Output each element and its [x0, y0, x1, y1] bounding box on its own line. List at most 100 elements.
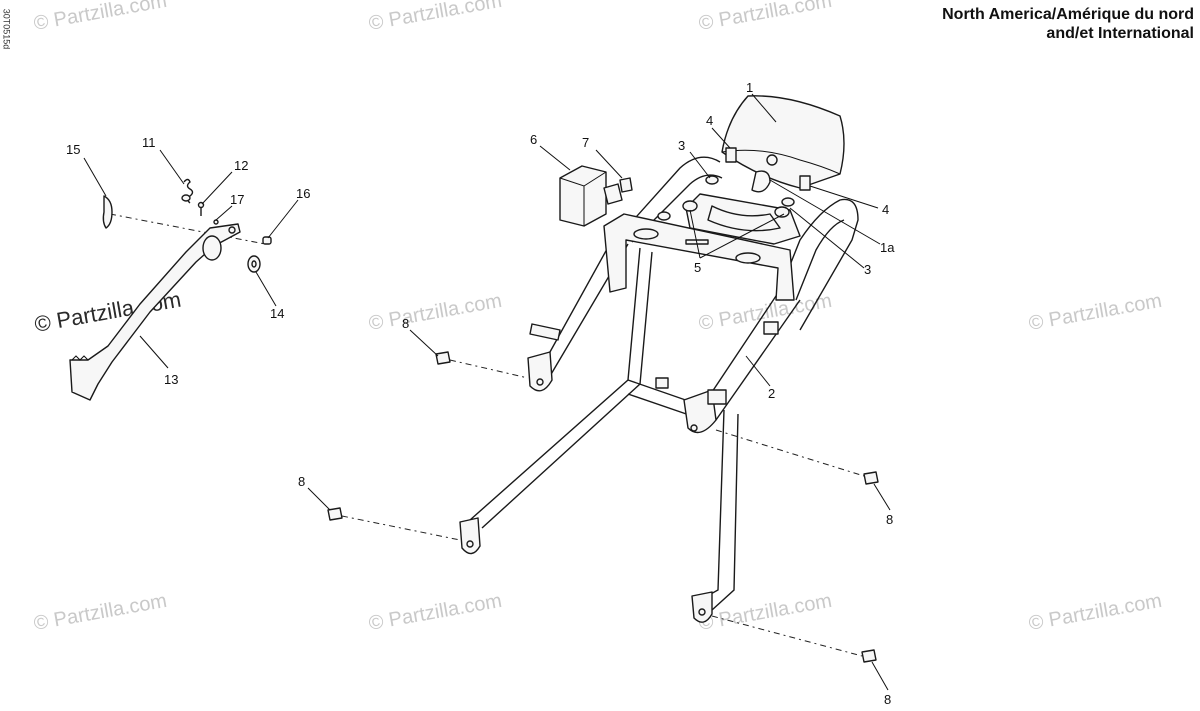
callout-8-d: 8 — [884, 692, 891, 707]
watermark: © Partzilla.com — [1027, 590, 1164, 635]
callout-8-b: 8 — [298, 474, 305, 489]
leader-8-a — [409, 329, 439, 357]
frame-strap — [529, 323, 561, 341]
part-8-bolt — [861, 649, 877, 663]
part-15-clip — [102, 195, 113, 229]
part-1-tail-light — [721, 95, 845, 189]
leader-17 — [215, 205, 233, 221]
part-2-frame-left-upper-tube — [539, 239, 613, 371]
frame-gusset — [763, 321, 779, 335]
callout-16: 16 — [296, 186, 310, 201]
bracket-hole — [633, 228, 659, 240]
watermark: © Partzilla.com — [32, 0, 169, 35]
mount-hole — [690, 424, 698, 432]
connector-edge — [559, 171, 607, 226]
pedal-end-hole — [228, 226, 236, 234]
callout-14: 14 — [270, 306, 284, 321]
callout-3-right: 3 — [864, 262, 871, 277]
bolt-axis — [711, 615, 863, 657]
leader-2 — [745, 355, 771, 387]
bracket-hole — [735, 252, 761, 264]
callout-17: 17 — [230, 192, 244, 207]
part-4-stud — [725, 147, 737, 163]
leader-8-b — [307, 487, 331, 511]
region-title-line-2: and/et International — [1046, 25, 1194, 42]
callout-7: 7 — [582, 135, 589, 150]
leader-3-upper — [689, 151, 711, 179]
part-7-screw — [619, 177, 633, 193]
watermark: © Partzilla.com — [1027, 290, 1164, 335]
part-2-right-rear-mount — [691, 591, 713, 623]
tail-light-lens-edge — [721, 149, 841, 175]
leader-6 — [539, 145, 571, 171]
callout-8-a: 8 — [402, 316, 409, 331]
part-17-cotter — [213, 219, 219, 225]
frame-gusset — [655, 377, 669, 389]
watermark: © Partzilla.com — [697, 590, 834, 635]
callout-13: 13 — [164, 372, 178, 387]
leader-15 — [83, 157, 107, 197]
rear-frame — [459, 95, 859, 623]
bolt-axis — [341, 515, 461, 541]
watermark: © Partzilla.com — [367, 290, 504, 335]
bolt-axis — [449, 359, 529, 379]
part-2-frame-right-upper-tube-inner — [715, 299, 801, 421]
part-2-frame-front-loop-inner — [631, 174, 723, 243]
part-11-spring-coil — [181, 194, 191, 202]
leader-1a — [769, 179, 881, 245]
callout-1: 1 — [746, 80, 753, 95]
leader-16 — [267, 199, 299, 239]
watermark: © Partzilla.com — [367, 0, 504, 35]
part-6-connector — [559, 165, 607, 227]
watermark: © Partzilla.com — [697, 0, 834, 35]
part-8-bolt — [863, 471, 879, 485]
callout-2: 2 — [768, 386, 775, 401]
leader-3-right — [789, 207, 865, 269]
leader-1 — [751, 93, 777, 123]
region-title: North America/Amérique du nord and/et In… — [942, 5, 1194, 43]
mount-hole — [698, 608, 706, 616]
callout-1a: 1a — [880, 240, 895, 255]
bolt-axis — [715, 429, 865, 477]
part-2-frame-right-lower-tube — [699, 409, 725, 601]
part-13-brake-pedal — [69, 223, 241, 401]
callout-4-right: 4 — [882, 202, 889, 217]
callout-15: 15 — [66, 142, 80, 157]
part-2-left-front-mount — [527, 351, 553, 392]
leader-14 — [255, 271, 277, 307]
part-8-bolt — [327, 507, 343, 521]
leader-4-upper — [711, 127, 731, 149]
callout-leaders — [83, 93, 891, 691]
leader-13 — [139, 335, 169, 369]
part-2-frame-rear-loop — [779, 198, 859, 331]
part-8-bolt — [435, 351, 451, 365]
part-1a-bulb — [751, 170, 771, 193]
part-3-grommet — [781, 197, 795, 207]
part-2-left-rear-mount — [459, 517, 481, 555]
part-13-pivot-boss — [202, 235, 222, 261]
part-16-bushing — [262, 236, 272, 245]
part-4-stud — [799, 175, 811, 191]
brake-pedal-assembly — [69, 178, 272, 401]
part-2-frame-right-lower-tube-inner — [711, 413, 739, 611]
callout-11: 11 — [142, 135, 156, 150]
callout-3-upper: 3 — [678, 138, 685, 153]
part-3-grommet — [682, 200, 698, 212]
fasteners — [327, 351, 879, 663]
watermark: © Partzilla.com — [32, 590, 169, 635]
part-2-frame-front-loop — [619, 156, 721, 236]
leader-11 — [159, 149, 185, 185]
frame-gusset — [707, 389, 727, 405]
callout-5: 5 — [694, 260, 701, 275]
mount-hole — [466, 540, 474, 548]
leader-12 — [201, 171, 233, 205]
part-3-grommet — [705, 175, 719, 185]
leader-8-c — [873, 483, 891, 511]
part-14-washer-hole — [251, 260, 257, 268]
callout-numbers: 15 11 12 17 16 14 13 6 7 3 4 1 4 1a 3 5 … — [66, 80, 895, 707]
part-5-plate-cutout — [707, 205, 781, 232]
region-title-line-1: North America/Amérique du nord — [942, 6, 1194, 23]
callout-4-upper: 4 — [706, 113, 713, 128]
callout-8-c: 8 — [886, 512, 893, 527]
